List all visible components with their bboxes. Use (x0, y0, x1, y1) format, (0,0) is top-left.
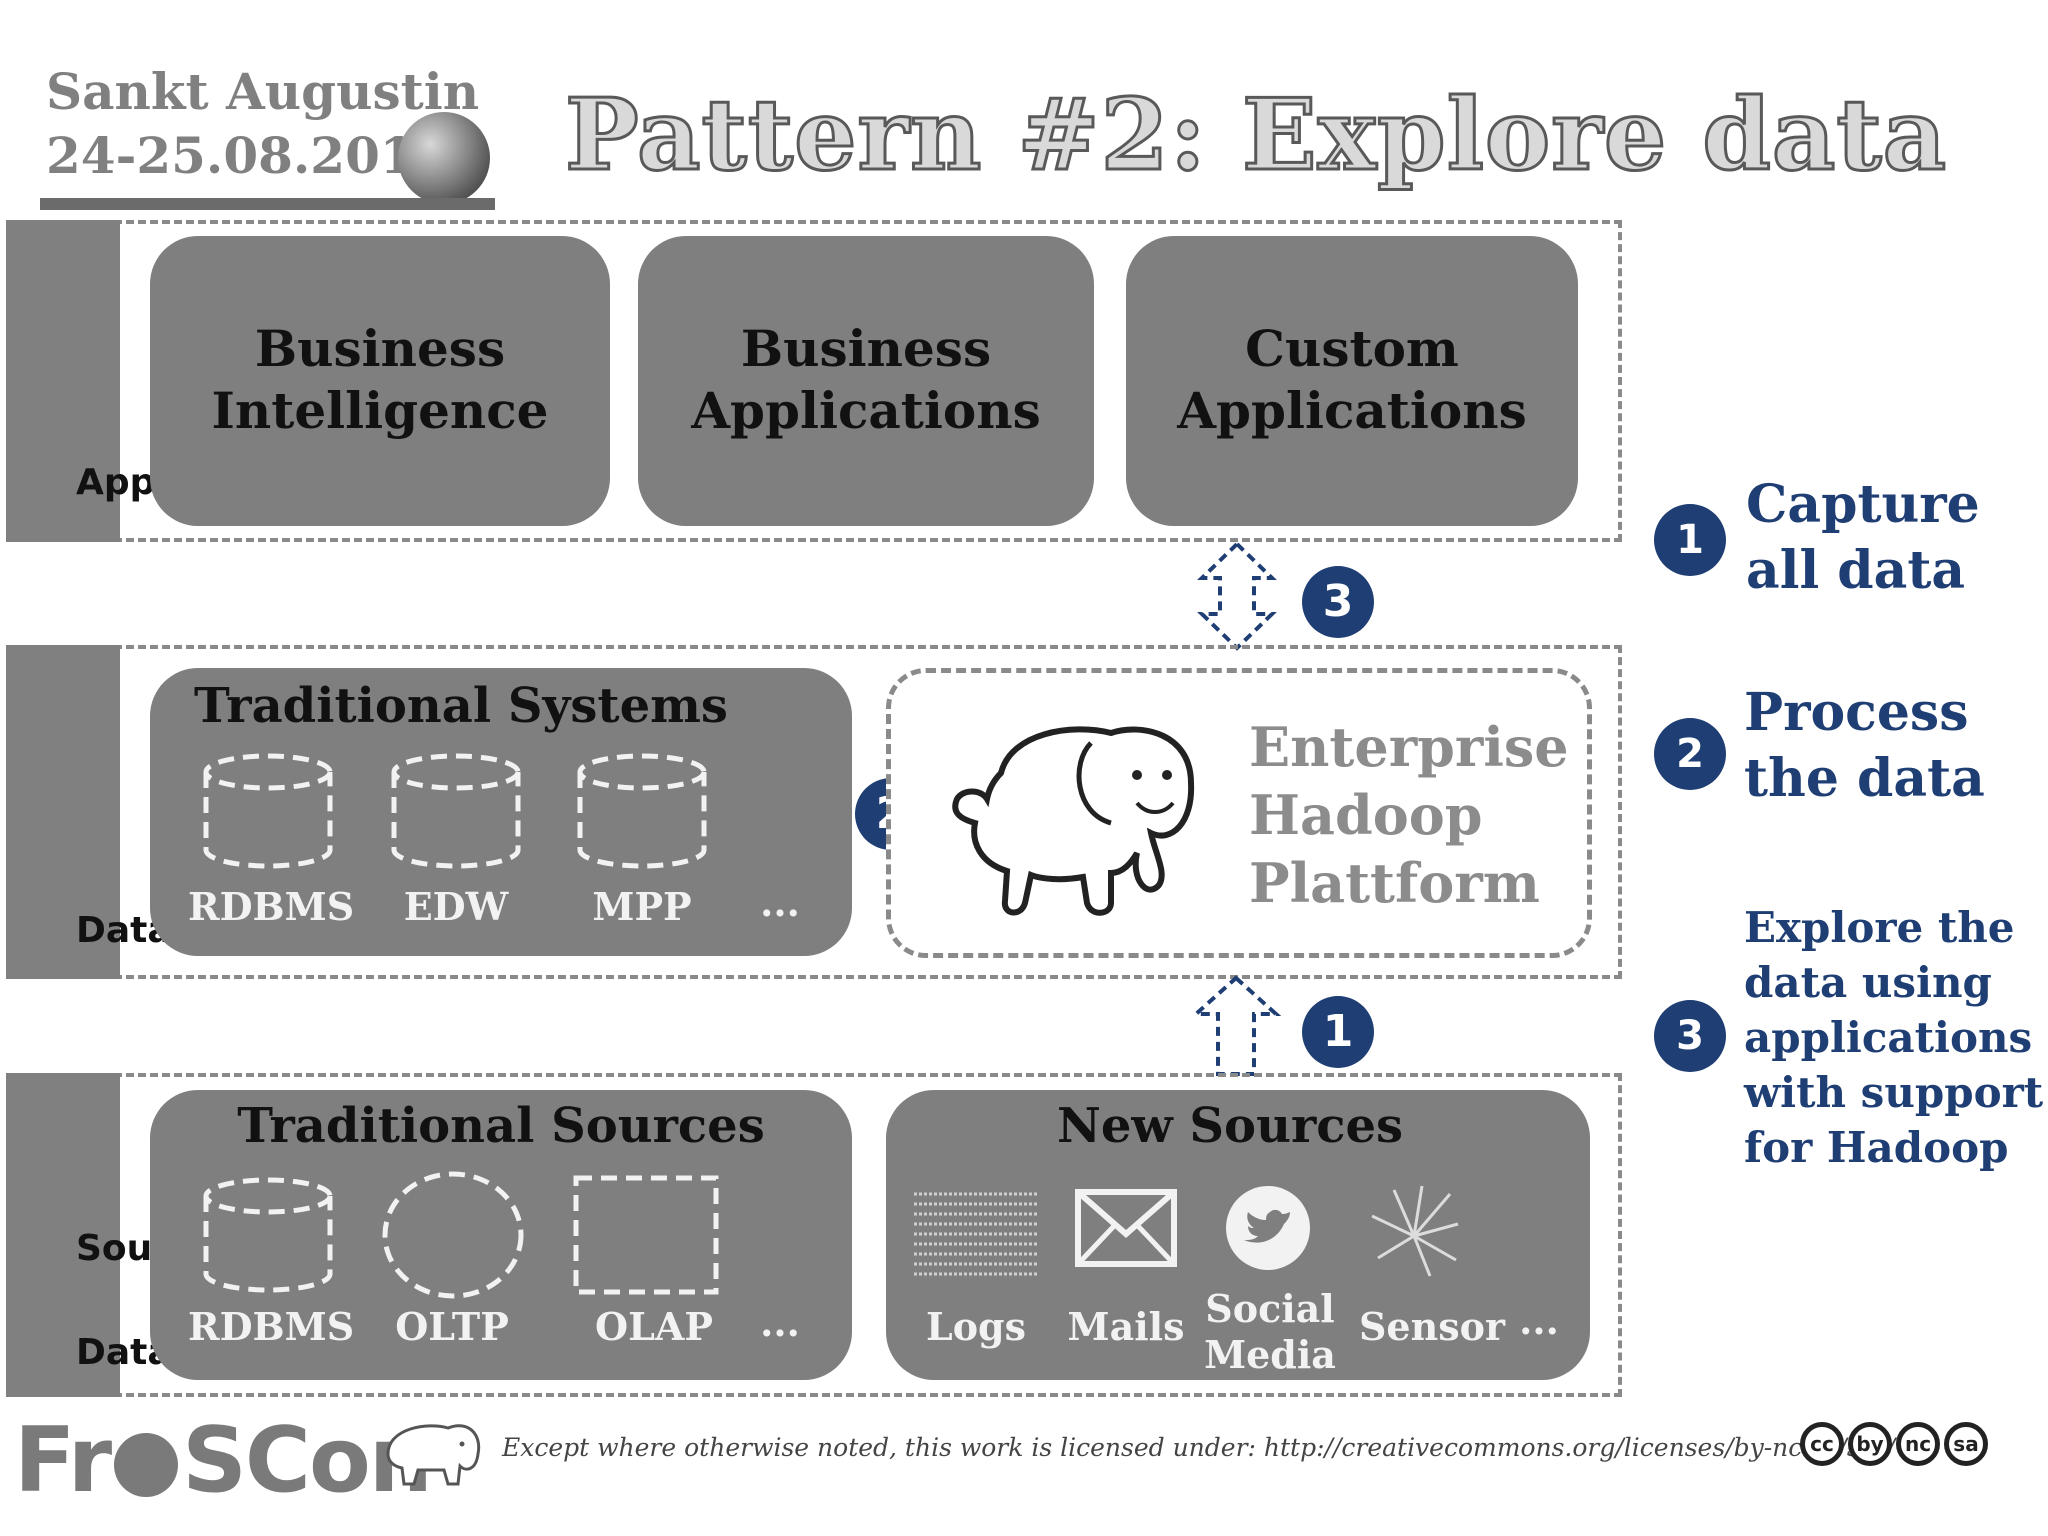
rdbms-database-icon (203, 753, 333, 869)
applications-layer-bar (6, 220, 120, 542)
social-media-label: Social Media (1204, 1286, 1336, 1377)
more-label: ... (1519, 1298, 1559, 1343)
event-date: 24-25.08.2013 (46, 126, 450, 185)
oltp-circle-icon (382, 1171, 524, 1299)
app-box-label: Business Applications (691, 319, 1041, 440)
sources-layer-label-top: Sou (76, 1228, 153, 1269)
traditional-systems-box: Traditional Systems RDBMS EDW MPP ... (150, 668, 852, 956)
step-3-text: Explore the data using applications with… (1744, 903, 2044, 1172)
step-2-text: Process the data (1744, 682, 1985, 809)
step-1-side-badge: 1 (1654, 504, 1726, 576)
hadoop-platform-label: Enterprise Hadoop Plattform (1249, 715, 1569, 915)
rdbms-database-icon (203, 1177, 333, 1293)
event-location: Sankt Augustin (46, 62, 480, 121)
cc-nc-icon: nc (1896, 1422, 1940, 1466)
mpp-database-icon (577, 753, 707, 869)
app-box-business-applications: Business Applications (638, 236, 1094, 526)
twitter-icon (1226, 1186, 1310, 1270)
more-label: ... (760, 1300, 800, 1345)
olap-square-icon (573, 1175, 719, 1295)
traditional-systems-title: Traditional Systems (194, 678, 728, 734)
cc-icon: cc (1800, 1422, 1844, 1466)
sources-layer-bar (6, 1073, 120, 1397)
hadoop-elephant-small-icon (386, 1424, 481, 1486)
mail-icon (1075, 1189, 1177, 1267)
cc-by-icon: by (1848, 1422, 1892, 1466)
rdbms-label: RDBMS (188, 1304, 355, 1349)
app-box-label: Business Intelligence (211, 319, 549, 440)
creative-commons-icons: cc by nc sa (1800, 1422, 1988, 1466)
step-2-side-badge: 2 (1654, 718, 1726, 790)
hadoop-platform-box: Enterprise Hadoop Plattform (886, 668, 1592, 958)
step-1-text: Capture all data (1746, 474, 1980, 601)
new-sources-title: New Sources (1056, 1098, 1404, 1154)
app-box-label: Custom Applications (1177, 319, 1527, 440)
license-text: Except where otherwise noted, this work … (502, 1433, 1896, 1462)
app-box-custom-applications: Custom Applications (1126, 236, 1578, 526)
slide-title: Pattern #2: Explore data (563, 77, 1948, 195)
edw-label: EDW (403, 884, 509, 929)
logs-label: Logs (925, 1304, 1027, 1349)
sensor-icon (1371, 1185, 1459, 1277)
oltp-label: OLTP (395, 1304, 509, 1349)
more-label: ... (760, 880, 800, 925)
hadoop-elephant-icon (952, 726, 1195, 916)
olap-label: OLAP (595, 1304, 713, 1349)
sensor-label: Sensor (1358, 1304, 1505, 1349)
cc-sa-icon: sa (1944, 1422, 1988, 1466)
globe-logo-icon (398, 112, 490, 204)
mails-label: Mails (1067, 1304, 1185, 1349)
froscon-logo-globe-icon (114, 1433, 179, 1497)
event-info: Sankt Augustin 24-25.08.2013 (46, 60, 479, 188)
step-3-side-badge: 3 (1654, 1000, 1726, 1072)
edw-database-icon (391, 753, 521, 869)
new-sources-box: New Sources Logs Mails Social Media Sens… (886, 1090, 1590, 1380)
data-layer-bar (6, 645, 120, 979)
up-arrow-icon (1190, 975, 1282, 1076)
step-1-badge: 1 (1302, 996, 1374, 1068)
logs-icon (914, 1192, 1038, 1276)
traditional-sources-title: Traditional Sources (237, 1098, 765, 1154)
step-3-badge: 3 (1302, 566, 1374, 638)
header-underline (40, 198, 495, 210)
bidirectional-arrow-icon (1197, 541, 1277, 651)
applications-layer-label: App (76, 462, 156, 503)
app-box-business-intelligence: Business Intelligence (150, 236, 610, 526)
traditional-sources-box: Traditional Sources RDBMS OLTP OLAP ... (150, 1090, 852, 1380)
rdbms-label: RDBMS (188, 884, 355, 929)
mpp-label: MPP (592, 884, 692, 929)
